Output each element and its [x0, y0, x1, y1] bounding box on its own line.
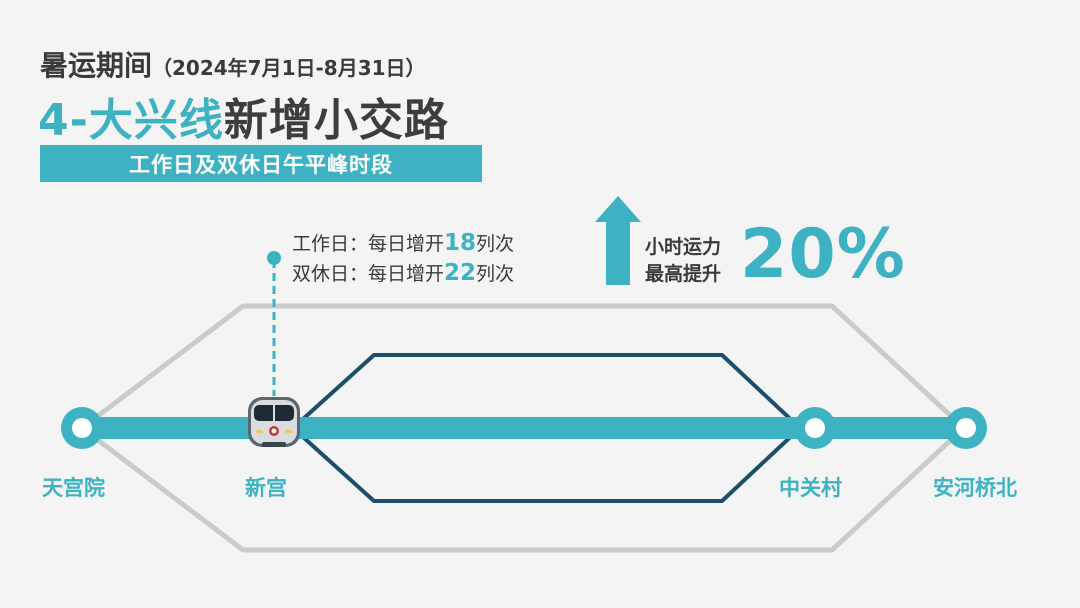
main-line-bar — [82, 417, 966, 439]
weekday-count: 18 — [444, 230, 477, 256]
callout-dot — [267, 251, 281, 265]
capacity-value: 20% — [740, 215, 906, 294]
increase-arrow-icon — [595, 196, 641, 285]
banner-text: 工作日及双休日午平峰时段 — [129, 152, 393, 177]
capacity-label-2: 最高提升 — [645, 263, 722, 285]
station-label-anheqiaobei: 安河桥北 — [933, 476, 1017, 500]
station-label-xingong: 新宫 — [245, 476, 287, 500]
period-label: 暑运期间 — [40, 49, 153, 82]
period-heading: 暑运期间（2024年7月1日-8月31日） — [40, 44, 426, 84]
station-label-zhongguancun: 中关村 — [779, 476, 842, 500]
weekday-prefix: 工作日：每日增开 — [292, 233, 445, 255]
weekend-prefix: 双休日：每日增开 — [292, 263, 445, 285]
title-text: 新增小交路 — [223, 95, 449, 146]
weekend-count: 22 — [444, 260, 477, 286]
weekday-suffix: 列次 — [476, 233, 515, 255]
title-line-name: 4-大兴线 — [38, 95, 224, 146]
period-dates: （2024年7月1日-8月31日） — [152, 56, 426, 80]
weekend-info: 双休日：每日增开22列次 — [292, 259, 514, 286]
station-node-tiangongyuan — [61, 407, 103, 449]
page-title: 4-大兴线新增小交路 — [38, 84, 449, 148]
train-icon — [248, 397, 300, 447]
station-label-tiangongyuan: 天宫院 — [42, 476, 105, 500]
capacity-label-1: 小时运力 — [645, 236, 722, 258]
weekend-suffix: 列次 — [476, 263, 515, 285]
station-node-zhongguancun — [794, 407, 836, 449]
time-period-banner: 工作日及双休日午平峰时段 — [40, 145, 482, 182]
weekday-info: 工作日：每日增开18列次 — [292, 229, 514, 256]
station-node-anheqiaobei — [945, 407, 987, 449]
